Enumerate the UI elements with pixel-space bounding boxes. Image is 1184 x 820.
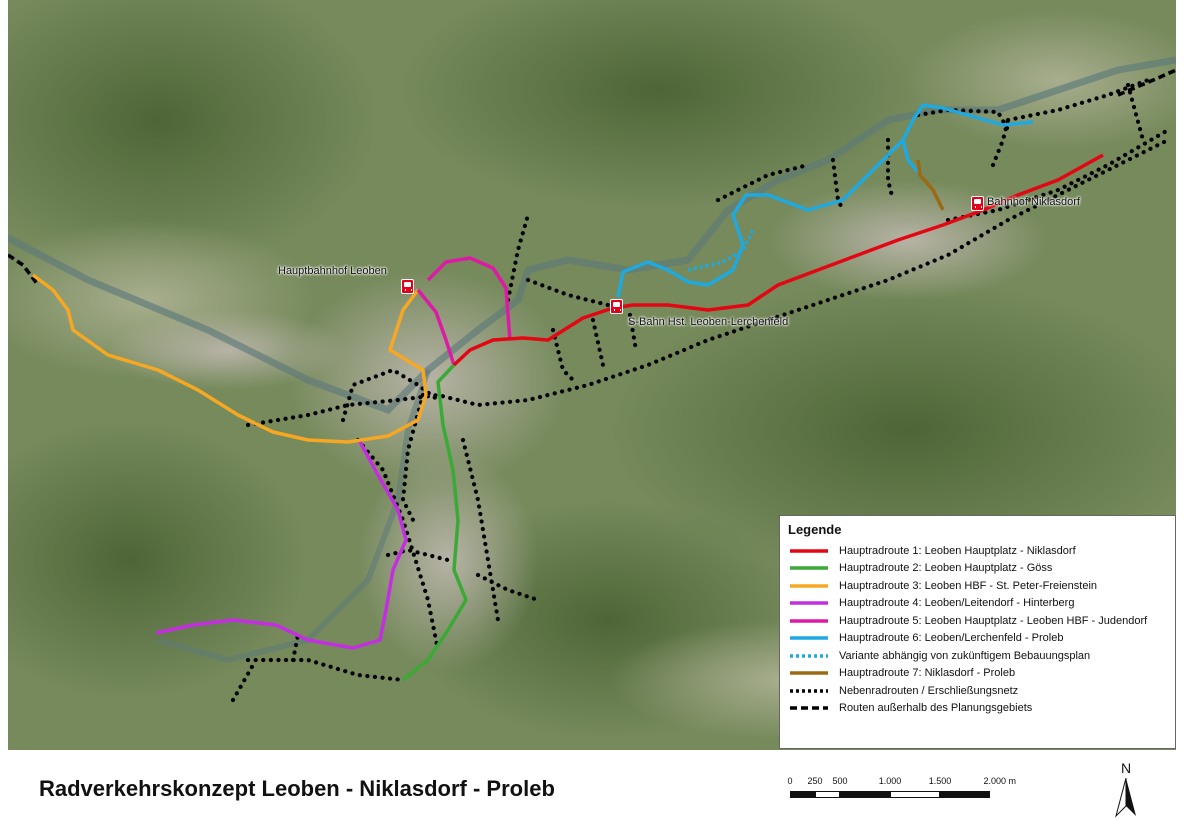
urban-area xyxy=(288,270,568,490)
route-secondary xyxy=(245,137,1171,428)
route-4 xyxy=(155,441,408,650)
route-secondary xyxy=(340,367,441,423)
legend-item-label: Hauptradroute 5: Leoben Hauptplatz - Leo… xyxy=(839,614,1148,627)
train-station-icon[interactable] xyxy=(610,299,623,314)
north-arrow-icon: N xyxy=(1114,760,1138,818)
scale-tick-label: 0 xyxy=(787,776,793,786)
legend-item: Hauptradroute 3: Leoben HBF - St. Peter-… xyxy=(788,577,1167,595)
route-6 xyxy=(901,139,920,174)
legend-item: Variante abhängig von zukünftigem Bebauu… xyxy=(788,647,1167,665)
legend-swatch xyxy=(790,654,828,658)
route-secondary xyxy=(385,547,451,563)
legend-swatch xyxy=(790,671,828,675)
legend-item-label: Hauptradroute 7: Niklasdorf - Proleb xyxy=(839,667,1016,680)
scale-segment xyxy=(815,791,840,798)
legend-item: Nebenradrouten / Erschließungsnetz xyxy=(788,682,1167,700)
route-secondary xyxy=(945,127,1171,223)
place-label-lerchenfeld: S-Bahn Hst. Leoben-Lerchenfeld xyxy=(628,316,789,328)
forest-area xyxy=(8,420,308,700)
legend-item: Hauptradroute 1: Leoben Hauptplatz - Nik… xyxy=(788,542,1167,560)
route-secondary xyxy=(1005,77,1151,123)
scale-tick-label: 250 xyxy=(807,776,823,786)
route-secondary xyxy=(525,277,611,308)
map-routes xyxy=(8,0,1176,750)
scale-segment xyxy=(890,791,940,798)
route-external xyxy=(8,253,40,287)
river xyxy=(157,369,431,664)
legend-item-label: Hauptradroute 3: Leoben HBF - St. Peter-… xyxy=(839,579,1098,592)
route-secondary xyxy=(715,162,811,203)
train-station-icon[interactable] xyxy=(401,279,414,294)
route-secondary xyxy=(830,157,846,213)
route-6 xyxy=(616,103,1034,298)
legend-swatch xyxy=(790,566,828,570)
legend-swatch xyxy=(790,689,828,693)
forest-area xyxy=(398,0,918,210)
legend-swatch xyxy=(790,619,828,623)
map-title: Radverkehrskonzept Leoben - Niklasdorf -… xyxy=(39,776,555,801)
legend-swatch xyxy=(790,706,828,710)
route-secondary xyxy=(915,107,1011,133)
train-station-icon[interactable] xyxy=(971,196,984,211)
legend-item-label: Hauptradroute 1: Leoben Hauptplatz - Nik… xyxy=(839,544,1076,557)
scale-segment xyxy=(940,791,990,798)
legend-swatch xyxy=(790,636,828,640)
legend-item: Hauptradroute 2: Leoben Hauptplatz - Gös… xyxy=(788,560,1167,578)
scale-tick-label: 1.500 xyxy=(928,776,952,786)
route-secondary xyxy=(460,437,501,623)
route-secondary xyxy=(550,327,576,383)
scale-tick-label: 500 xyxy=(832,776,848,786)
scale-bar: 0 250 500 1.000 1.500 2.000 m xyxy=(787,776,1068,806)
route-secondary xyxy=(505,212,531,303)
route-secondary xyxy=(990,117,1011,168)
meadow-area xyxy=(908,10,1176,150)
legend-item: Hauptradroute 5: Leoben Hauptplatz - Leo… xyxy=(788,612,1167,630)
route-secondary xyxy=(590,317,606,368)
scale-tick-label: 2.000 m xyxy=(983,776,1017,786)
route-secondary xyxy=(290,632,301,663)
route-secondary xyxy=(475,572,541,603)
legend-item-label: Variante abhängig von zukünftigem Bebauu… xyxy=(839,649,1091,662)
route-secondary xyxy=(627,312,639,353)
map-legend: Legende Hauptradroute 1: Leoben Hauptpla… xyxy=(779,515,1176,749)
place-label-hbf-leoben: Hauptbahnhof Leoben xyxy=(278,265,387,277)
route-secondary xyxy=(1125,82,1146,143)
route-5 xyxy=(416,256,512,366)
legend-item-label: Nebenradrouten / Erschließungsnetz xyxy=(839,684,1019,697)
scale-segment xyxy=(790,791,815,798)
scale-tick-label: 1.000 xyxy=(878,776,902,786)
legend-item: Routen außerhalb des Planungsgebiets xyxy=(788,700,1167,718)
legend-item: Hauptradroute 7: Niklasdorf - Proleb xyxy=(788,665,1167,683)
legend-title: Legende xyxy=(788,522,842,537)
legend-item: Hauptradroute 6: Leoben/Lerchenfeld - Pr… xyxy=(788,630,1167,648)
legend-item-label: Hauptradroute 6: Leoben/Lerchenfeld - Pr… xyxy=(839,632,1064,645)
legend-swatch xyxy=(790,601,828,605)
legend-list: Hauptradroute 1: Leoben Hauptplatz - Nik… xyxy=(788,542,1167,717)
route-2 xyxy=(401,363,468,682)
forest-area xyxy=(8,0,378,270)
north-arrow-icon-shape xyxy=(1115,778,1136,818)
forest-area xyxy=(608,280,1176,580)
route-secondary xyxy=(245,657,406,683)
route-1 xyxy=(452,153,1104,367)
route-secondary xyxy=(230,662,256,703)
legend-item-label: Hauptradroute 2: Leoben Hauptplatz - Gös… xyxy=(839,562,1053,575)
route-secondary xyxy=(355,437,441,653)
legend-item-label: Routen außerhalb des Planungsgebiets xyxy=(839,702,1033,715)
route-external xyxy=(1117,68,1176,97)
route-7 xyxy=(916,159,945,211)
legend-item-label: Hauptradroute 4: Leoben/Leitendorf - Hin… xyxy=(839,597,1075,610)
legend-swatch xyxy=(790,584,828,588)
map-canvas[interactable]: Hauptbahnhof Leoben S-Bahn Hst. Leoben-L… xyxy=(8,0,1176,750)
route-3 xyxy=(31,273,428,444)
north-label: N xyxy=(1120,760,1132,776)
external-routes xyxy=(8,68,1176,287)
legend-item: Hauptradroute 4: Leoben/Leitendorf - Hin… xyxy=(788,595,1167,613)
scale-segment xyxy=(840,791,890,798)
place-label-niklasdorf: Bahnhof Niklasdorf xyxy=(987,196,1080,208)
legend-swatch xyxy=(790,549,828,553)
